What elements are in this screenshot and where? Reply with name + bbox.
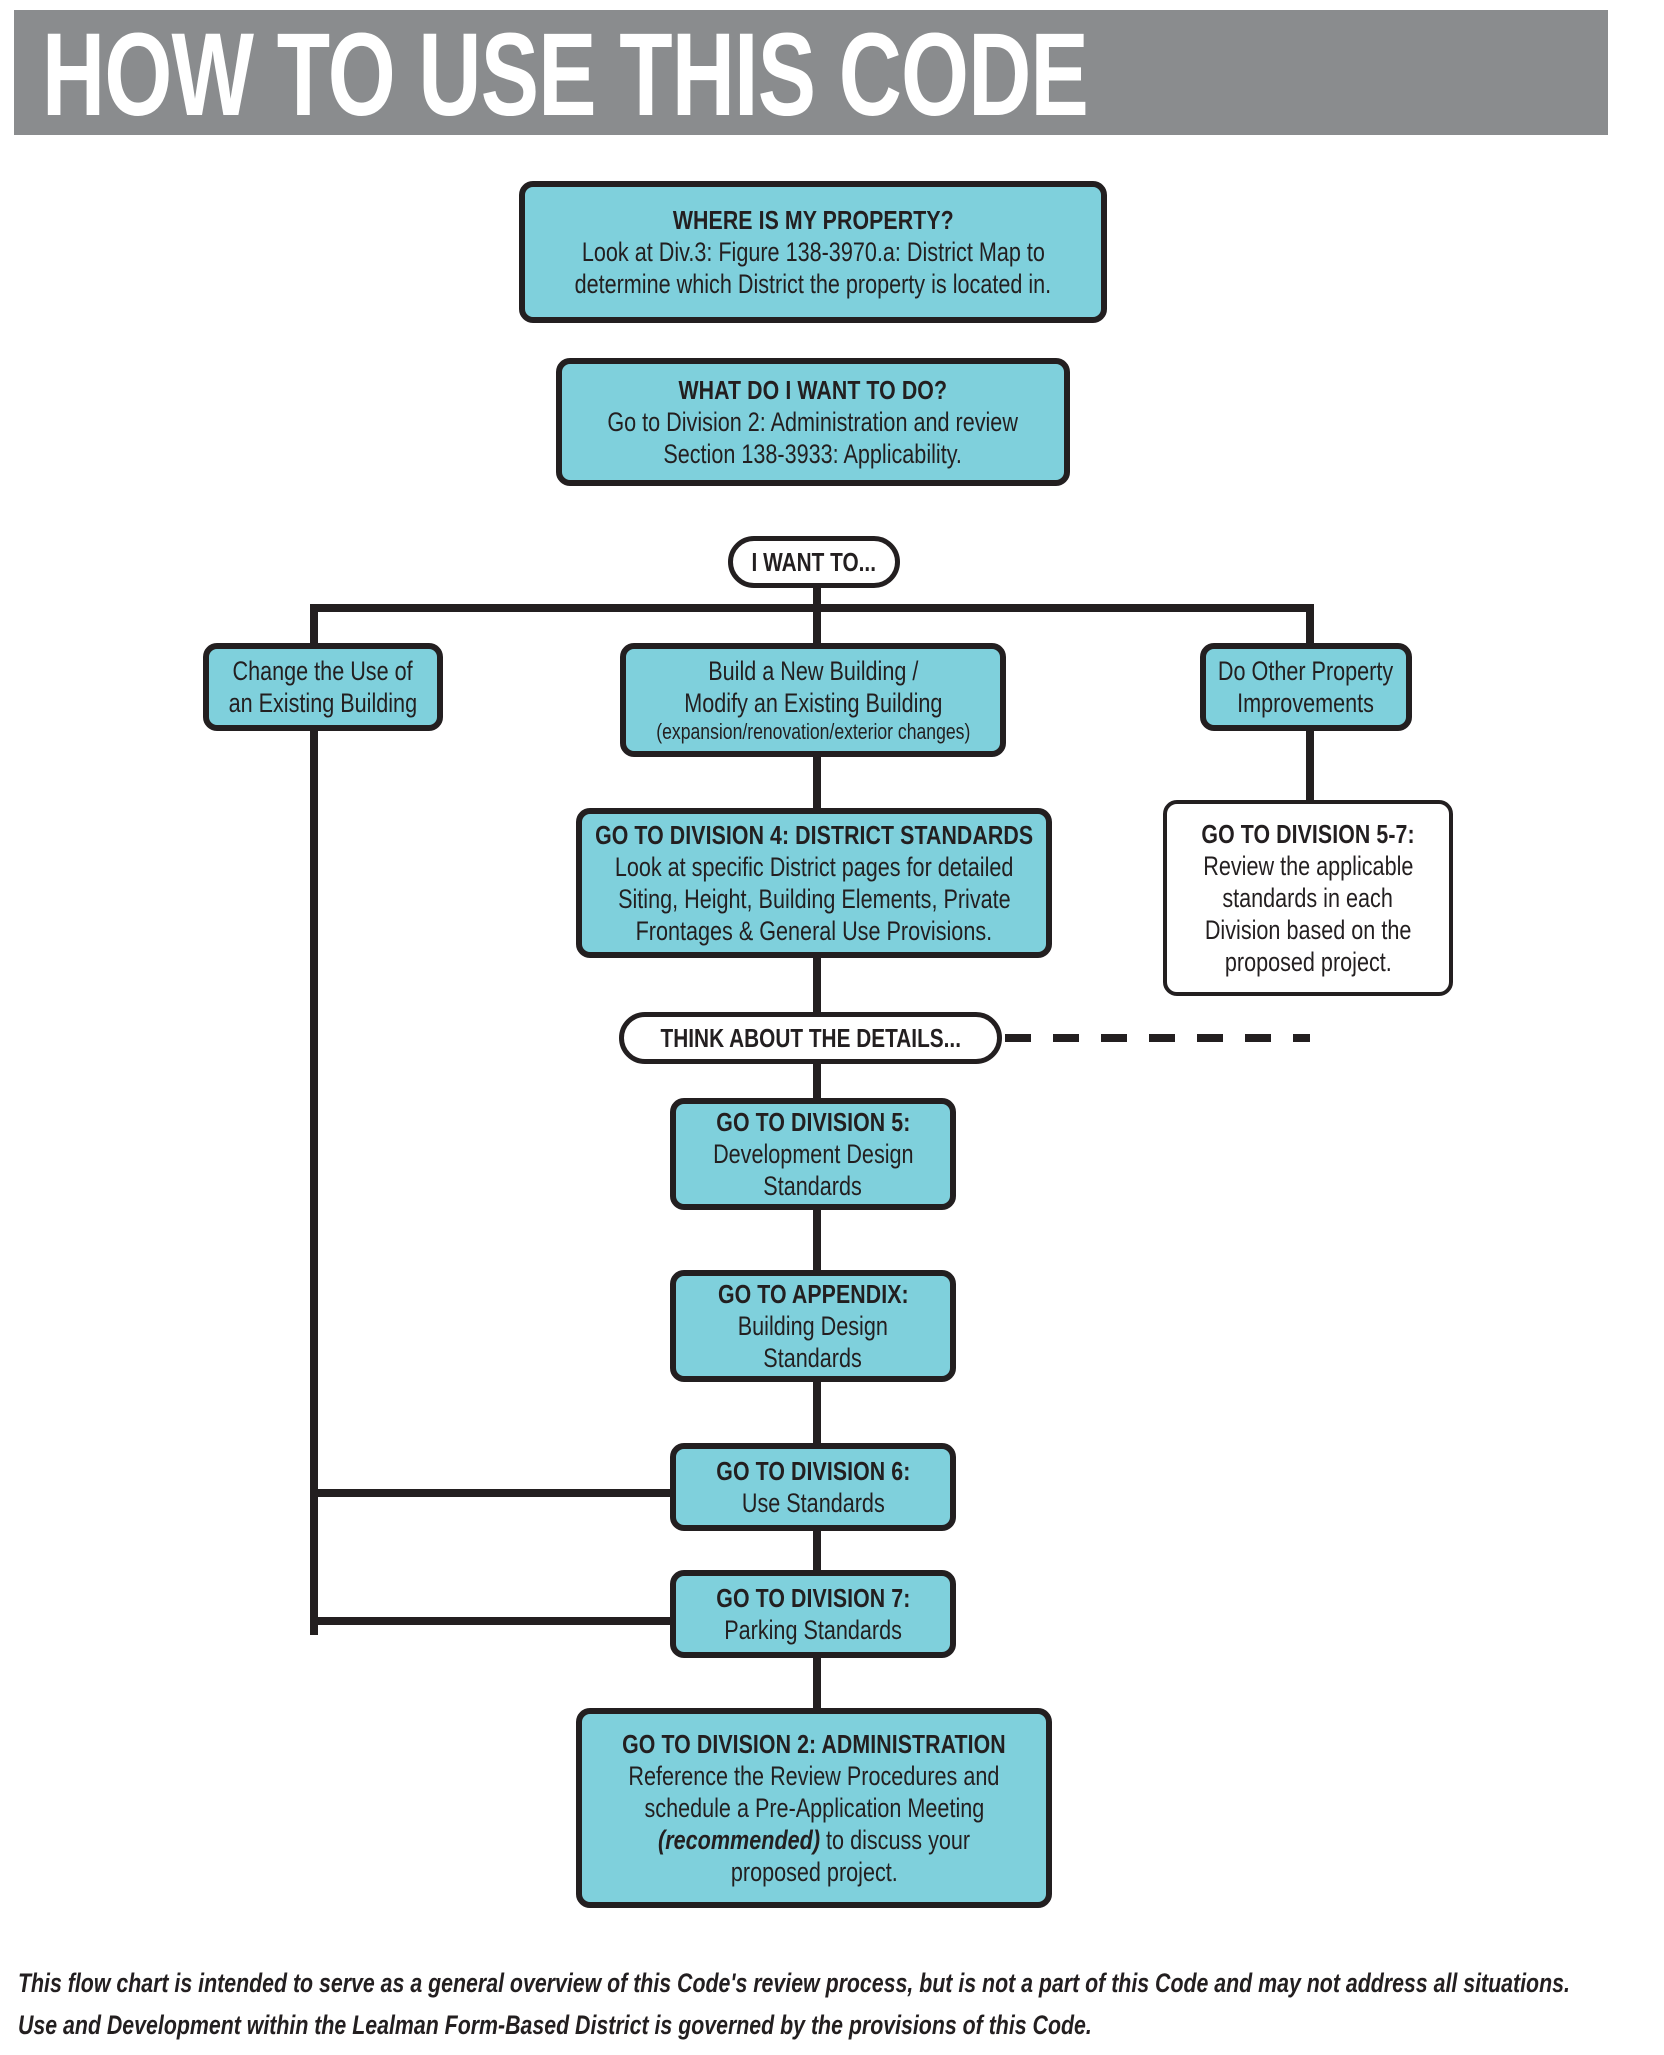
node-title: WHERE IS MY PROPERTY? xyxy=(672,204,954,235)
node-line: Review the applicable xyxy=(1202,850,1414,881)
node-line: Development Design xyxy=(712,1138,914,1169)
node-title: GO TO DIVISION 5-7: xyxy=(1201,818,1415,849)
dashed-connector-think-to-div57 xyxy=(1005,1034,1310,1042)
recommended-emphasis: (recommended) xyxy=(657,1824,820,1855)
dashed-connector-riser xyxy=(1302,1000,1310,1042)
node-line: Building Design xyxy=(737,1310,889,1341)
node-line: Parking Standards xyxy=(724,1614,902,1645)
branch-bus xyxy=(310,604,1314,612)
node-where-is-my-property[interactable]: WHERE IS MY PROPERTY? Look at Div.3: Fig… xyxy=(519,181,1107,323)
node-line: Improvements xyxy=(1237,688,1375,718)
node-line: standards in each xyxy=(1222,882,1394,913)
node-line: proposed project. xyxy=(730,1856,898,1887)
node-division-6[interactable]: GO TO DIVISION 6: Use Standards xyxy=(670,1443,956,1531)
connector-bus-to-other-improvements xyxy=(1306,604,1314,644)
node-line: Siting, Height, Building Elements, Priva… xyxy=(617,883,1011,914)
node-title: WHAT DO I WANT TO DO? xyxy=(678,374,948,405)
node-title: GO TO DIVISION 5: xyxy=(715,1106,911,1137)
node-do-other-property-improvements[interactable]: Do Other Property Improvements xyxy=(1200,643,1412,731)
footer-disclaimer: This flow chart is intended to serve as … xyxy=(18,1962,1638,2046)
node-line: determine which District the property is… xyxy=(574,268,1052,299)
node-appendix-building-design[interactable]: GO TO APPENDIX: Building Design Standard… xyxy=(670,1270,956,1382)
node-line: Use Standards xyxy=(741,1487,885,1518)
node-title: GO TO DIVISION 7: xyxy=(715,1582,911,1613)
node-line: Division based on the xyxy=(1204,914,1412,945)
connector-appendix-to-div6 xyxy=(813,1373,821,1445)
node-line: an Existing Building xyxy=(228,688,418,718)
pill-think-about-the-details[interactable]: THINK ABOUT THE DETAILS... xyxy=(619,1012,1002,1064)
node-line: Standards xyxy=(763,1170,863,1201)
node-line-recommended: (recommended) to discuss your xyxy=(658,1824,970,1856)
node-title: GO TO APPENDIX: xyxy=(717,1278,909,1309)
node-line: Reference the Review Procedures and xyxy=(628,1760,1000,1791)
connector-div6-to-div7 xyxy=(813,1530,821,1590)
header-banner: HOW TO USE THIS CODE xyxy=(14,10,1608,135)
node-line: Frontages & General Use Provisions. xyxy=(635,915,993,946)
left-rail-to-division-6 xyxy=(310,1489,670,1497)
node-division-5[interactable]: GO TO DIVISION 5: Development Design Sta… xyxy=(670,1098,956,1210)
node-division-7[interactable]: GO TO DIVISION 7: Parking Standards xyxy=(670,1570,956,1658)
node-line: schedule a Pre-Application Meeting xyxy=(644,1792,984,1823)
recommended-tail: to discuss your xyxy=(819,1824,971,1855)
connector-build-to-div4 xyxy=(813,740,821,810)
node-line: Change the Use of xyxy=(232,656,414,686)
pill-i-want-to[interactable]: I WANT TO... xyxy=(728,536,900,588)
left-rail-to-division-7 xyxy=(310,1617,670,1625)
node-division-5-7[interactable]: GO TO DIVISION 5-7: Review the applicabl… xyxy=(1163,800,1453,996)
node-line: Section 138-3933: Applicability. xyxy=(663,438,963,469)
node-line: Go to Division 2: Administration and rev… xyxy=(607,406,1019,437)
node-line: (expansion/renovation/exterior changes) xyxy=(655,719,971,744)
connector-bus-to-change-use xyxy=(310,604,318,644)
footer-line-1: This flow chart is intended to serve as … xyxy=(18,1968,1570,1998)
left-rail-top xyxy=(310,710,318,760)
connector-div5-to-appendix xyxy=(813,1200,821,1270)
connector-bus-to-build-new xyxy=(813,604,821,644)
node-division-2-administration[interactable]: GO TO DIVISION 2: ADMINISTRATION Referen… xyxy=(576,1708,1052,1908)
connector-think-to-div5 xyxy=(813,1048,821,1110)
node-line: Standards xyxy=(763,1342,863,1373)
node-line: Modify an Existing Building xyxy=(683,688,943,718)
node-what-do-i-want-to-do[interactable]: WHAT DO I WANT TO DO? Go to Division 2: … xyxy=(556,358,1070,486)
node-line: proposed project. xyxy=(1224,946,1392,977)
left-rail xyxy=(310,755,318,1635)
node-line: Do Other Property xyxy=(1218,656,1394,686)
pill-label: THINK ABOUT THE DETAILS... xyxy=(660,1023,961,1053)
connector-div7-to-admin xyxy=(813,1655,821,1710)
node-title: GO TO DIVISION 4: DISTRICT STANDARDS xyxy=(594,819,1034,850)
page-title: HOW TO USE THIS CODE xyxy=(42,9,1089,141)
pill-label: I WANT TO... xyxy=(751,547,877,577)
node-line: Look at Div.3: Figure 138-3970.a: Distri… xyxy=(581,236,1045,267)
node-division-4-district-standards[interactable]: GO TO DIVISION 4: DISTRICT STANDARDS Loo… xyxy=(576,808,1052,958)
node-line: Look at specific District pages for deta… xyxy=(614,851,1014,882)
footer-line-2: Use and Development within the Lealman F… xyxy=(18,2010,1092,2040)
node-title: GO TO DIVISION 6: xyxy=(715,1455,911,1486)
connector-div4-to-think xyxy=(813,955,821,1020)
node-line: Build a New Building / xyxy=(707,656,919,686)
node-title: GO TO DIVISION 2: ADMINISTRATION xyxy=(622,1728,1006,1759)
node-change-the-use[interactable]: Change the Use of an Existing Building xyxy=(203,643,443,731)
node-build-new-building[interactable]: Build a New Building / Modify an Existin… xyxy=(620,643,1006,757)
connector-other-to-div57 xyxy=(1306,730,1314,802)
